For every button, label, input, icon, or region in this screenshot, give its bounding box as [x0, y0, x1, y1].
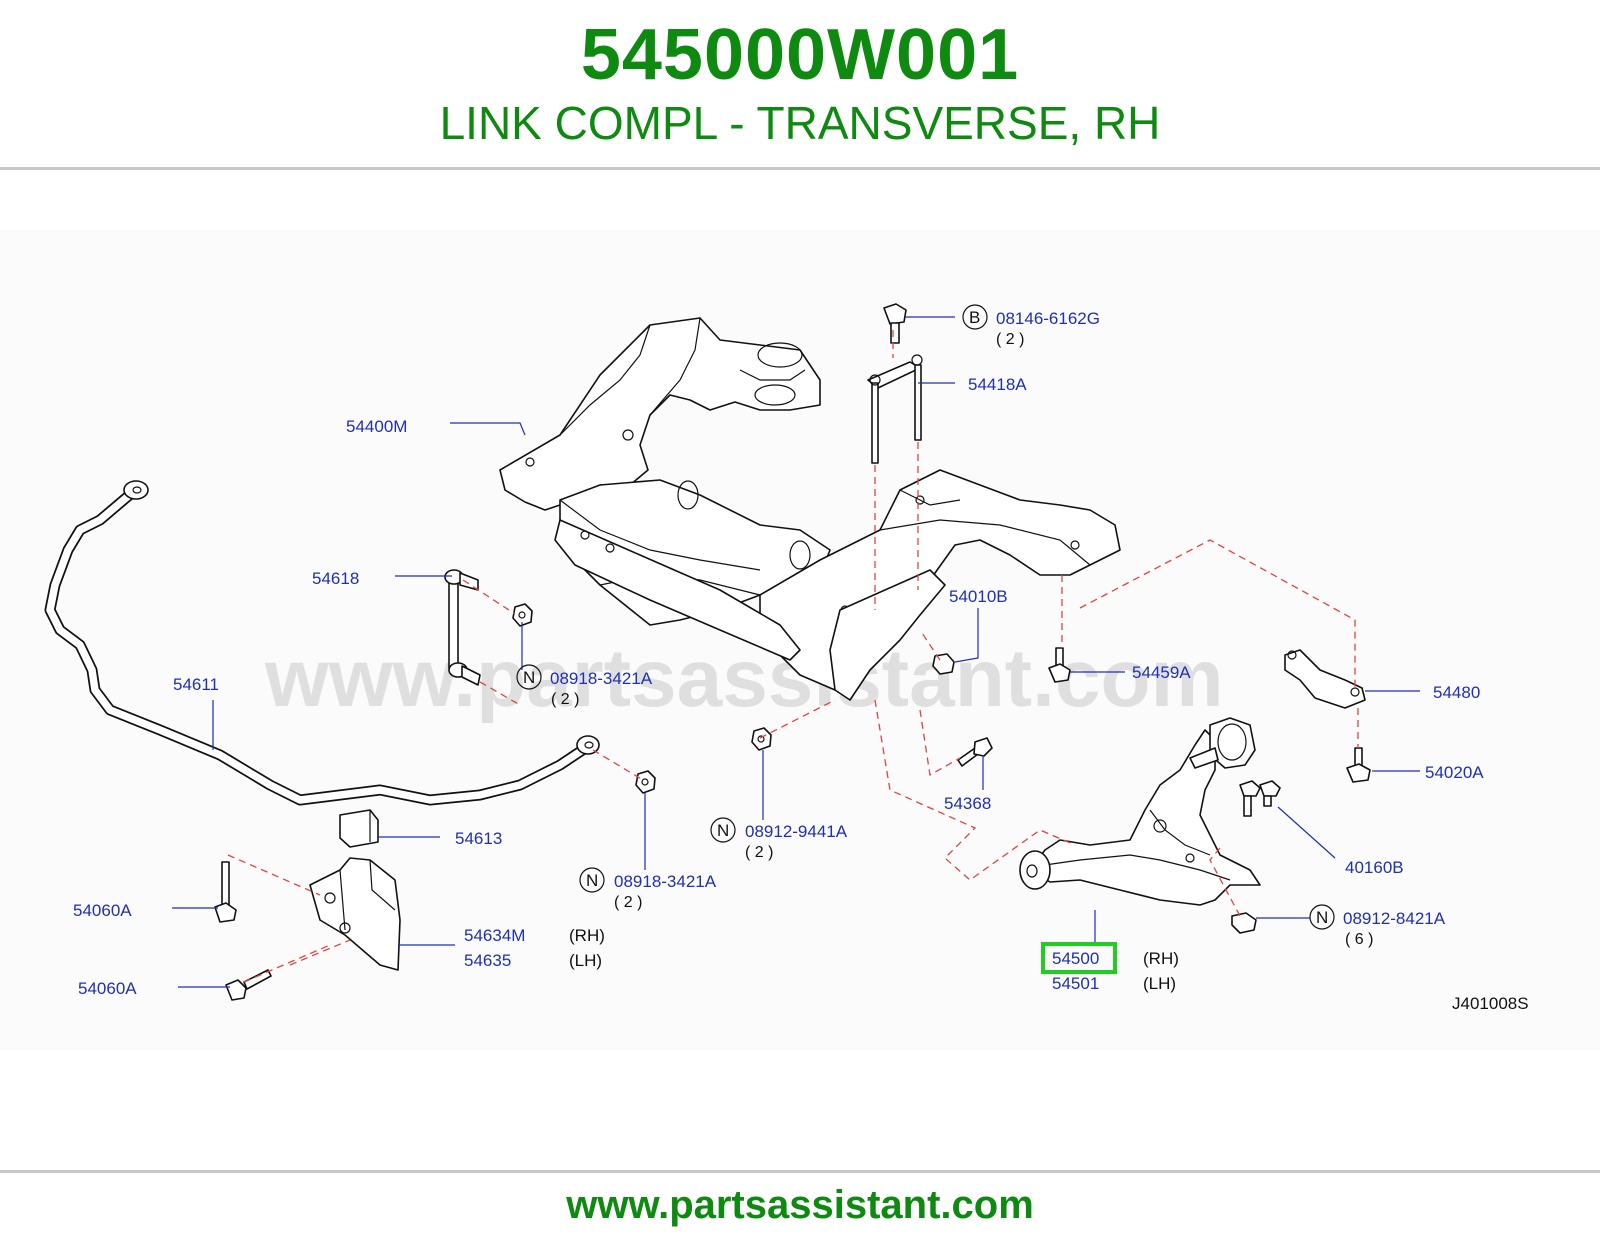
- bolt-54459A: [1048, 647, 1071, 683]
- label-54020A[interactable]: 54020A: [1425, 763, 1484, 782]
- prefix-n: N: [523, 668, 535, 687]
- stud-plate-54418A: [867, 354, 923, 464]
- prefix-n: N: [586, 871, 598, 890]
- nut-54010B: [932, 653, 955, 675]
- part-number-08912-9441A: 08912-9441A: [745, 822, 848, 841]
- side-rh: (RH): [1143, 949, 1179, 968]
- bolt-54020A: [1346, 747, 1371, 783]
- label-54459A[interactable]: 54459A: [1132, 663, 1191, 682]
- part-number-08918-3421A: 08918-3421A: [550, 669, 653, 688]
- quantity: ( 2 ): [996, 331, 1024, 348]
- assembly-guide-lines: [227, 330, 1359, 983]
- bolt-54060A-lower: [225, 969, 272, 1001]
- label-54611[interactable]: 54611: [173, 675, 219, 694]
- side-rh: (RH): [569, 926, 605, 945]
- nut-08918-upper: [512, 603, 533, 627]
- bolt-08146-6162G: [883, 303, 907, 344]
- label-54634M[interactable]: 54634M: [464, 926, 525, 945]
- bracket-54634M: [309, 857, 401, 971]
- bolts-40160B: [1239, 780, 1281, 817]
- label-54635[interactable]: 54635: [464, 951, 511, 970]
- label-54010B[interactable]: 54010B: [949, 587, 1008, 606]
- label-08146-6162G[interactable]: B 08146-6162G ( 2 ): [962, 304, 1100, 348]
- stabilizer-link-54618: [444, 569, 481, 686]
- footer-divider: [0, 1170, 1600, 1173]
- label-54480[interactable]: 54480: [1433, 683, 1480, 702]
- label-54618[interactable]: 54618: [312, 569, 359, 588]
- side-lh: (LH): [569, 951, 602, 970]
- bolt-54368: [957, 737, 993, 767]
- bracket-54480: [1284, 649, 1366, 709]
- label-40160B[interactable]: 40160B: [1345, 858, 1404, 877]
- label-54501[interactable]: 54501: [1052, 974, 1099, 993]
- label-08912-9441A[interactable]: N 08912-9441A ( 2 ): [710, 817, 848, 861]
- nut-08918-lower: [635, 770, 656, 794]
- stabilizer-bar-54611: [44, 480, 600, 806]
- nut-08912-8421: [1231, 912, 1257, 934]
- label-54613[interactable]: 54613: [455, 829, 502, 848]
- quantity: ( 2 ): [745, 844, 773, 861]
- quantity: ( 2 ): [551, 691, 579, 708]
- parts-diagram: www.partsassistant.com: [0, 230, 1600, 1050]
- label-08912-8421A[interactable]: N 08912-8421A ( 6 ): [1309, 904, 1446, 948]
- label-54060A-lower[interactable]: 54060A: [78, 979, 137, 998]
- transverse-link-54500: [1019, 717, 1261, 906]
- footer-url[interactable]: www.partsassistant.com: [566, 1183, 1034, 1227]
- quantity: ( 6 ): [1345, 931, 1373, 948]
- label-08918-3421A-upper[interactable]: N 08918-3421A ( 2 ): [516, 664, 653, 708]
- bolt-54060A-upper: [214, 861, 237, 923]
- label-54368[interactable]: 54368: [944, 794, 991, 813]
- prefix-n: N: [717, 821, 729, 840]
- part-number-title: 545000W001: [580, 15, 1020, 95]
- part-number-08146-6162G: 08146-6162G: [996, 309, 1100, 328]
- crossmember-54400M: [499, 317, 1121, 701]
- label-54500-highlighted[interactable]: 54500: [1052, 949, 1099, 968]
- highlight-box: [1041, 942, 1117, 974]
- header-divider: [0, 167, 1600, 170]
- label-54060A-upper[interactable]: 54060A: [73, 901, 132, 920]
- part-number-08912-8421A: 08912-8421A: [1343, 909, 1446, 928]
- nut-08912-9441: [751, 727, 772, 751]
- part-name-subtitle: LINK COMPL - TRANSVERSE, RH: [439, 97, 1161, 149]
- bushing-54613: [339, 809, 379, 848]
- side-lh: (LH): [1143, 974, 1176, 993]
- diagram-canvas: www.partsassistant.com: [44, 303, 1529, 1013]
- watermark-text: www.partsassistant.com: [264, 633, 1224, 724]
- part-number-08918-3421A: 08918-3421A: [614, 872, 717, 891]
- prefix-n: N: [1316, 908, 1328, 927]
- prefix-b: B: [969, 308, 980, 327]
- quantity: ( 2 ): [614, 894, 642, 911]
- label-08918-3421A-lower[interactable]: N 08918-3421A ( 2 ): [579, 867, 717, 911]
- label-54418A[interactable]: 54418A: [968, 375, 1027, 394]
- diagram-code: J401008S: [1452, 994, 1529, 1013]
- leader-lines: [172, 316, 1420, 988]
- label-54400M[interactable]: 54400M: [346, 417, 407, 436]
